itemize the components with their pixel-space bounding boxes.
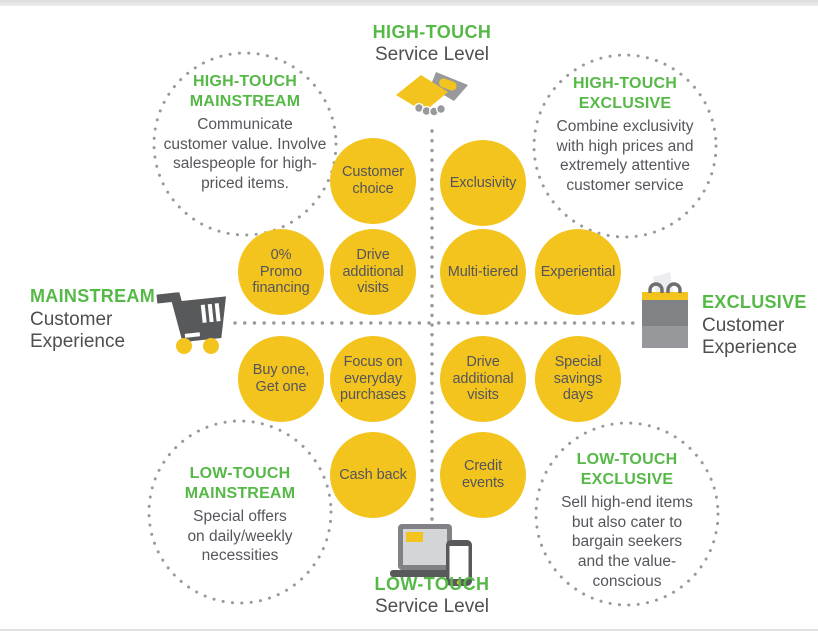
axis-left-level: MAINSTREAM xyxy=(30,286,155,306)
strategy-bubble: Cash back xyxy=(330,432,416,518)
strategy-bubble: Customer choice xyxy=(330,138,416,224)
axis-bottom-level: LOW-TOUCH xyxy=(374,574,490,594)
top-border xyxy=(0,0,818,6)
strategy-bubble: Special savings days xyxy=(535,336,621,422)
quadrant-high-touch-mainstream: HIGH-TOUCH MAINSTREAM Communicate custom… xyxy=(150,72,340,194)
quadrant-description: Combine exclusivity with high prices and… xyxy=(556,117,694,194)
strategy-bubble: 0% Promo financing xyxy=(238,229,324,315)
quadrant-title: HIGH-TOUCH MAINSTREAM xyxy=(189,73,301,111)
quadrant-circle-bottom-right xyxy=(534,421,720,607)
bottom-border xyxy=(0,629,818,631)
axis-top-caption: Service Level xyxy=(374,44,490,65)
quadrant-description: Sell high-end items but also cater to ba… xyxy=(561,493,693,590)
quadrant-circle-bottom-left xyxy=(147,419,333,605)
strategy-bubble: Exclusivity xyxy=(440,140,526,226)
quadrant-circle-top-right xyxy=(532,53,718,239)
strategy-bubble: Experiential xyxy=(535,229,621,315)
quadrant-high-touch-exclusive: HIGH-TOUCH EXCLUSIVE Combine exclusivity… xyxy=(530,74,720,196)
laptop-phone-icon xyxy=(390,524,472,586)
shopping-cart-icon xyxy=(156,292,227,354)
axis-left-label: MAINSTREAM Customer Experience xyxy=(30,286,155,354)
quadrant-title: HIGH-TOUCH EXCLUSIVE xyxy=(573,75,677,113)
strategy-bubble: Drive additional visits xyxy=(440,336,526,422)
handshake-icon xyxy=(396,72,468,117)
axis-right-level: EXCLUSIVE xyxy=(702,292,807,312)
strategy-bubble: Credit events xyxy=(440,432,526,518)
axis-top-level: HIGH-TOUCH xyxy=(372,22,492,42)
strategy-bubble: Focus on everyday purchases xyxy=(330,336,416,422)
axis-left-caption: Customer Experience xyxy=(30,309,126,353)
quadrant-description: Special offers on daily/weekly necessiti… xyxy=(187,507,293,565)
quadrant-low-touch-mainstream: LOW-TOUCH MAINSTREAM Special offers on d… xyxy=(145,464,335,566)
axis-bottom-label: LOW-TOUCH Service Level xyxy=(322,574,542,618)
strategy-bubble: Drive additional visits xyxy=(330,229,416,315)
axis-bottom-caption: Service Level xyxy=(374,596,490,617)
quadrant-low-touch-exclusive: LOW-TOUCH EXCLUSIVE Sell high-end items … xyxy=(532,450,722,591)
strategy-bubble: Buy one, Get one xyxy=(238,336,324,422)
shopping-bag-icon xyxy=(642,272,688,348)
quadrant-title: LOW-TOUCH EXCLUSIVE xyxy=(576,451,678,489)
strategy-bubble: Multi-tiered xyxy=(440,229,526,315)
quadrant-description: Communicate customer value. Involve sale… xyxy=(163,115,327,192)
axis-right-caption: Customer Experience xyxy=(702,315,798,359)
axis-right-label: EXCLUSIVE Customer Experience xyxy=(702,292,807,360)
axis-top-label: HIGH-TOUCH Service Level xyxy=(322,22,542,66)
quadrant-circle-top-left xyxy=(152,51,338,237)
quadrant-title: LOW-TOUCH MAINSTREAM xyxy=(184,465,296,503)
